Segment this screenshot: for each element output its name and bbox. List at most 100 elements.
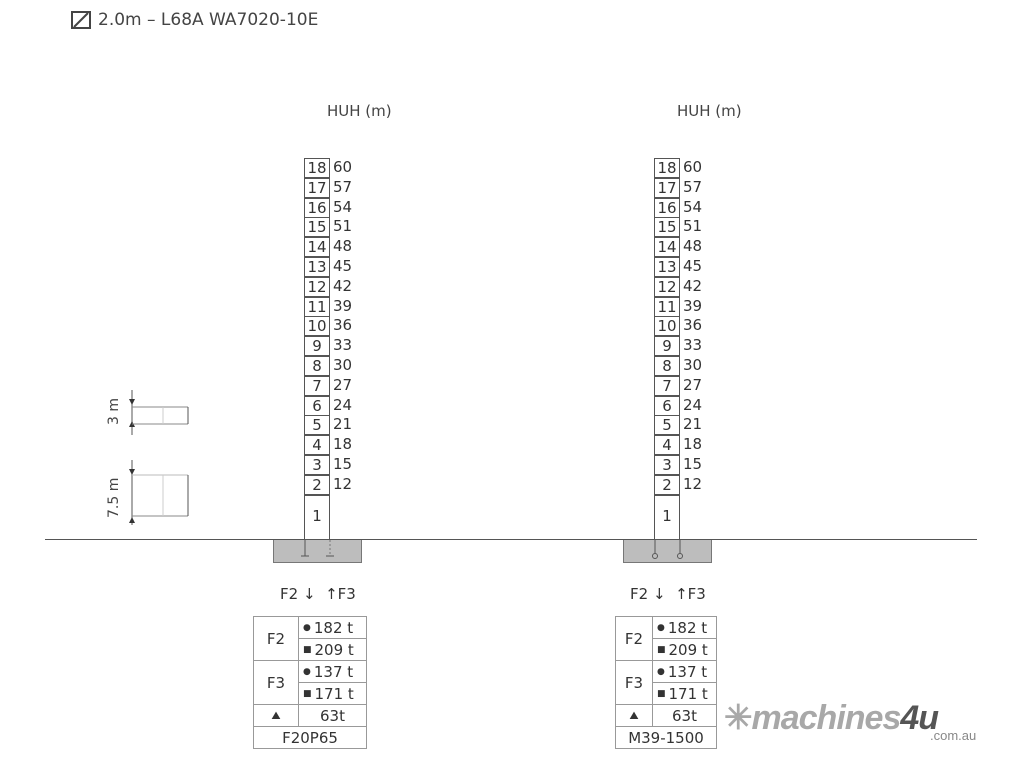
circle-icon: ● (657, 666, 665, 677)
section-number: 5 (655, 416, 679, 436)
huh-header: HUH (m) (327, 102, 392, 120)
mast-section: 6 (654, 395, 680, 417)
mast-section: 14 (654, 237, 680, 258)
arrow-down-icon: ↓ (302, 585, 316, 603)
circle-icon: ● (303, 622, 311, 633)
hook-height-label: 60 (683, 158, 703, 176)
mast-section: 2 (304, 474, 330, 496)
f3-circle-value: 137 t (667, 662, 708, 681)
scale-arrows (129, 390, 189, 525)
foundation-block (273, 540, 362, 563)
section-number: 18 (655, 159, 679, 178)
mast-section: 1 (304, 494, 330, 541)
section-number: 14 (655, 238, 679, 258)
hook-height-label: 51 (333, 217, 353, 236)
mast-section: 13 (304, 257, 330, 278)
hook-height-label: 60 (333, 158, 353, 176)
weight-value: 63t (652, 704, 717, 727)
section-number: 4 (655, 436, 679, 456)
hook-height-label: 48 (333, 237, 353, 256)
mast-section: 16 (654, 197, 680, 219)
hook-height-label: 57 (333, 177, 353, 196)
section-number: 1 (305, 496, 329, 541)
mast-section: 18 (304, 158, 330, 179)
force-arrows: F2 ↓ ↑F3 (630, 585, 706, 603)
section-number: 11 (305, 298, 329, 317)
logo-domain: .com.au (930, 728, 977, 743)
force-arrows: F2 ↓ ↑F3 (280, 585, 356, 603)
f2-row-label: F2 (253, 616, 299, 661)
hook-height-label: 30 (683, 356, 703, 374)
hook-height-label: 39 (683, 296, 703, 315)
mast-section: 6 (304, 395, 330, 417)
foundation-type: M39-1500 (615, 726, 717, 749)
hook-height-label: 45 (333, 257, 353, 275)
f3-label: F3 (687, 585, 706, 603)
section-scale-legend: 3 m 7.5 m (100, 385, 200, 525)
loads-table: F2●182 t ■209 t F3●137 t ■171 t ⛰63t M39… (615, 616, 717, 749)
hook-height-label: 18 (333, 435, 353, 454)
circle-icon: ● (303, 666, 311, 677)
weight-icon: ⛰ (615, 704, 653, 727)
hook-height-label: 36 (333, 316, 353, 335)
mast-section: 1 (654, 494, 680, 541)
hook-height-label: 57 (683, 177, 703, 196)
f3-row-label: F3 (615, 660, 653, 705)
loads-table: F2●182 t ■209 t F3●137 t ■171 t ⛰63t F20… (253, 616, 367, 749)
mast-section: 16 (304, 197, 330, 219)
mast-section: 3 (304, 455, 330, 476)
section-number: 14 (305, 238, 329, 258)
section-number: 8 (305, 357, 329, 376)
mast-section: 12 (304, 276, 330, 298)
foundation-type: F20P65 (253, 726, 367, 749)
square-icon: ■ (303, 688, 312, 699)
f2-circle-value: 182 t (667, 618, 708, 637)
mast-section: 12 (654, 276, 680, 298)
section-number: 7 (655, 377, 679, 396)
circle-icon: ● (657, 622, 665, 633)
mast-section: 3 (654, 455, 680, 476)
base-section-label: 7.5 m (106, 477, 122, 518)
title-text: 2.0m – L68A WA7020-10E (98, 10, 319, 30)
hook-height-label: 39 (333, 296, 353, 315)
arrow-up-icon: ↑ (325, 585, 338, 603)
mast-section: 11 (654, 296, 680, 318)
weight-icon: ⛰ (253, 704, 299, 727)
hook-height-label: 51 (683, 217, 703, 236)
hook-height-label: 54 (333, 197, 353, 216)
section-number: 15 (655, 218, 679, 238)
section-number: 7 (305, 377, 329, 396)
section-number: 18 (305, 159, 329, 178)
mast-section: 7 (304, 375, 330, 397)
f3-circle-value: 137 t (313, 662, 354, 681)
hook-height-label: 36 (683, 316, 703, 335)
mast-section: 9 (654, 336, 680, 357)
hook-height-label: 33 (333, 336, 353, 355)
section-number: 13 (655, 258, 679, 277)
section-number: 6 (305, 397, 329, 416)
f2-row-label: F2 (615, 616, 653, 661)
section-number: 12 (305, 278, 329, 297)
logo-accent: 4u (900, 699, 939, 737)
arrow-up-icon: ↑ (675, 585, 688, 603)
hook-height-label: 27 (683, 375, 703, 394)
section-number: 15 (305, 218, 329, 238)
huh-header: HUH (m) (677, 102, 742, 120)
mast-section: 8 (304, 356, 330, 377)
f3-label: F3 (337, 585, 356, 603)
hook-height-label: 48 (683, 237, 703, 256)
mast-section: 13 (654, 257, 680, 278)
hook-height-label: 15 (333, 455, 353, 473)
hook-height-label: 12 (683, 474, 703, 493)
section-number: 13 (305, 258, 329, 277)
f3-square-value: 171 t (314, 684, 354, 703)
section-number: 6 (655, 397, 679, 416)
hook-height-label: 54 (683, 197, 703, 216)
hook-height-label: 42 (333, 276, 353, 295)
mast-section: 7 (654, 375, 680, 397)
mast-section: 10 (654, 316, 680, 338)
section-number: 1 (655, 496, 679, 541)
mast-section: 15 (304, 217, 330, 239)
logo-star-icon: ✳ (724, 699, 752, 737)
f2-label: F2 (280, 585, 299, 603)
